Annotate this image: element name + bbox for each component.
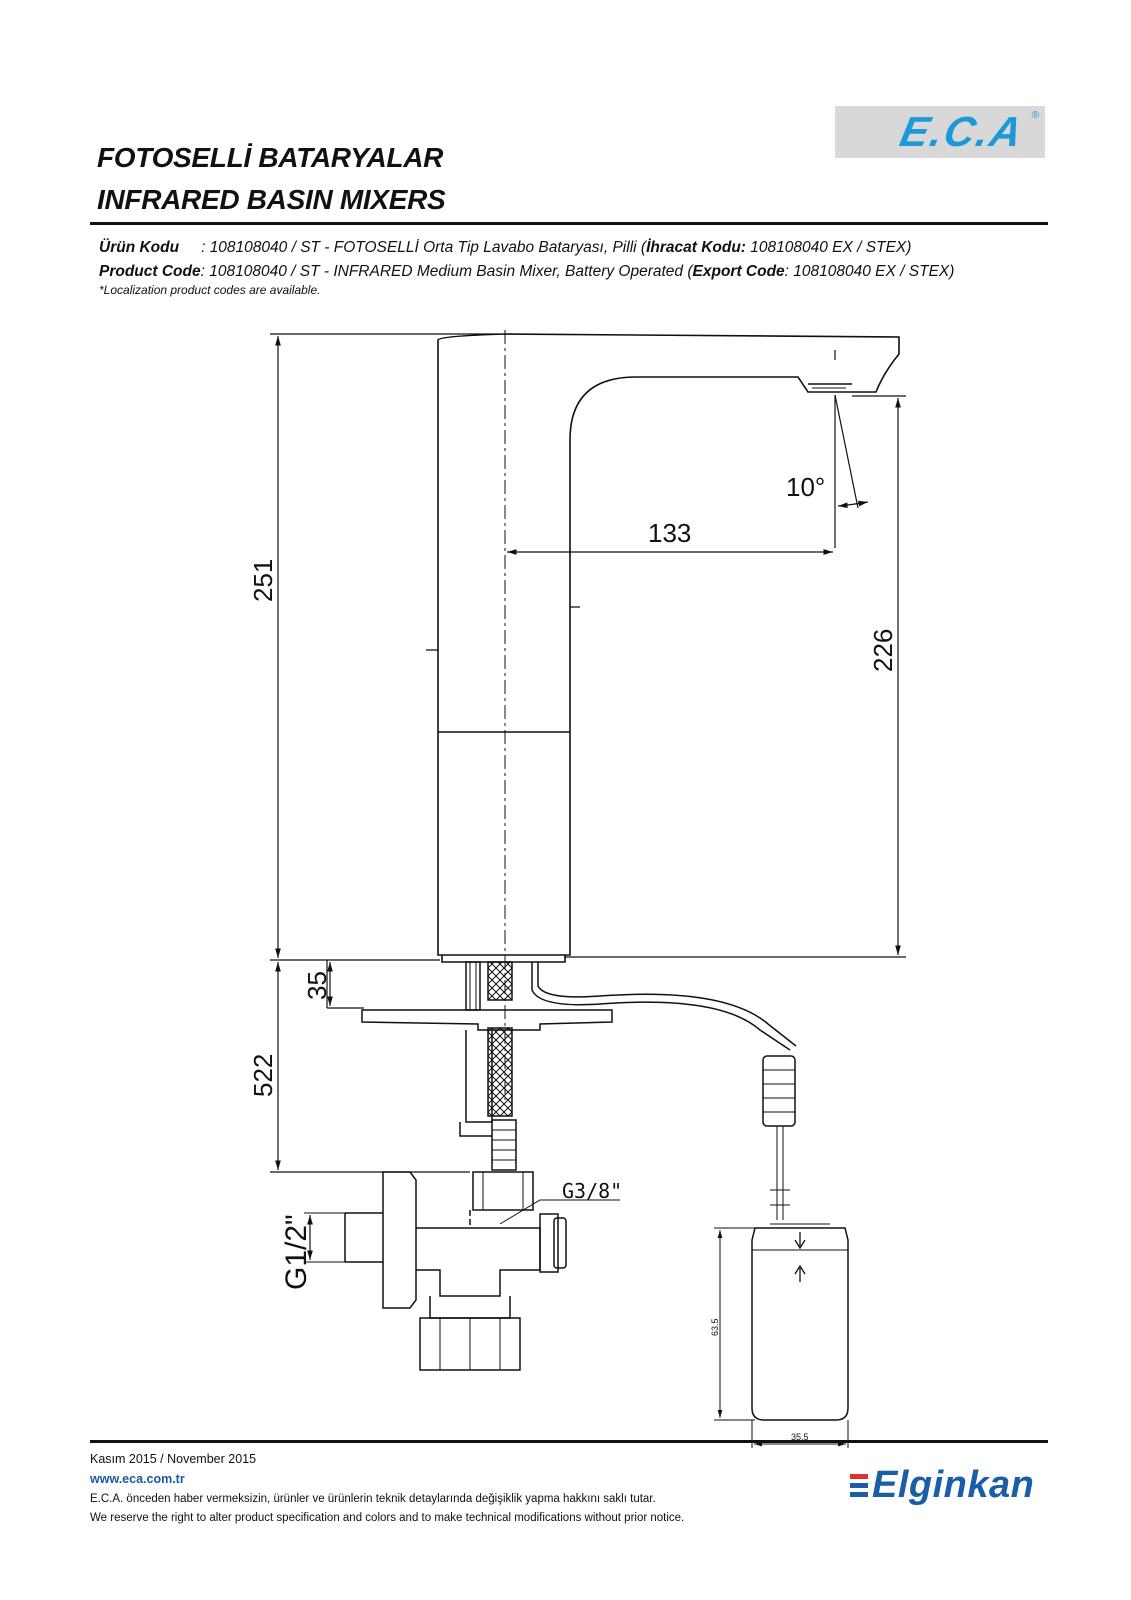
export-code-value-en: : 108108040 EX / STEX) (784, 263, 955, 280)
elginkan-logo-text: Elginkan (872, 1464, 1035, 1506)
outlet-thread-label: G3/8" (562, 1179, 622, 1203)
deck-thickness-label: 35 (302, 971, 332, 1000)
product-desc-tr: : 108108040 / ST - FOTOSELLİ Orta Tip La… (201, 239, 647, 256)
product-code-label-en: Product Code (99, 263, 201, 280)
spout-height-dimension (565, 395, 906, 958)
sensor-angle-lines (834, 350, 869, 548)
mounting-parts (326, 960, 797, 1220)
faucet-body (426, 333, 900, 963)
elginkan-logo: Elginkan (850, 1464, 1050, 1512)
footer-disclaimer-en: We reserve the right to alter product sp… (90, 1512, 685, 1524)
hose-length-label: 522 (248, 1054, 278, 1097)
footer-website-link[interactable]: www.eca.com.tr (90, 1472, 185, 1486)
inlet-thread-label: G1/2" (280, 1214, 313, 1290)
header-rule (90, 222, 1048, 225)
battery-height-label: 63.5 (710, 1318, 720, 1336)
product-desc-en: : 108108040 / ST - INFRARED Medium Basin… (200, 263, 693, 280)
footer-disclaimer-tr: E.C.A. önceden haber vermeksizin, ürünle… (90, 1493, 656, 1505)
footer-rule (90, 1440, 1048, 1443)
total-height-label: 251 (248, 559, 278, 602)
product-code-label-tr: Ürün Kodu (99, 239, 180, 256)
product-info-tr: Ürün Kodu : 108108040 / ST - FOTOSELLİ Or… (99, 239, 911, 257)
battery-box (714, 1223, 849, 1448)
reach-label: 133 (648, 518, 691, 548)
product-info-en: Product Code: 108108040 / ST - INFRARED … (99, 263, 954, 281)
angle-label: 10° (786, 472, 825, 502)
elginkan-logo-mark (850, 1474, 868, 1501)
height-dimension (270, 333, 500, 961)
registered-mark: ® (1031, 110, 1039, 121)
hose-length-dimension (270, 962, 470, 1173)
spout-height-label: 226 (868, 629, 898, 672)
title-english: INFRARED BASIN MIXERS (97, 184, 446, 215)
localization-note: *Localization product codes are availabl… (99, 283, 321, 297)
export-code-label-en: Export Code (692, 263, 785, 280)
export-code-label-tr: İhracat Kodu: (646, 239, 746, 256)
footer-date: Kasım 2015 / November 2015 (90, 1452, 257, 1466)
eca-logo: E.C.A ® (835, 106, 1045, 158)
battery-width-label: 35.5 (791, 1432, 809, 1442)
angle-valve (304, 1171, 620, 1371)
title-turkish: FOTOSELLİ BATARYALAR (97, 142, 444, 173)
export-code-value-tr: 108108040 EX / STEX) (745, 239, 912, 256)
